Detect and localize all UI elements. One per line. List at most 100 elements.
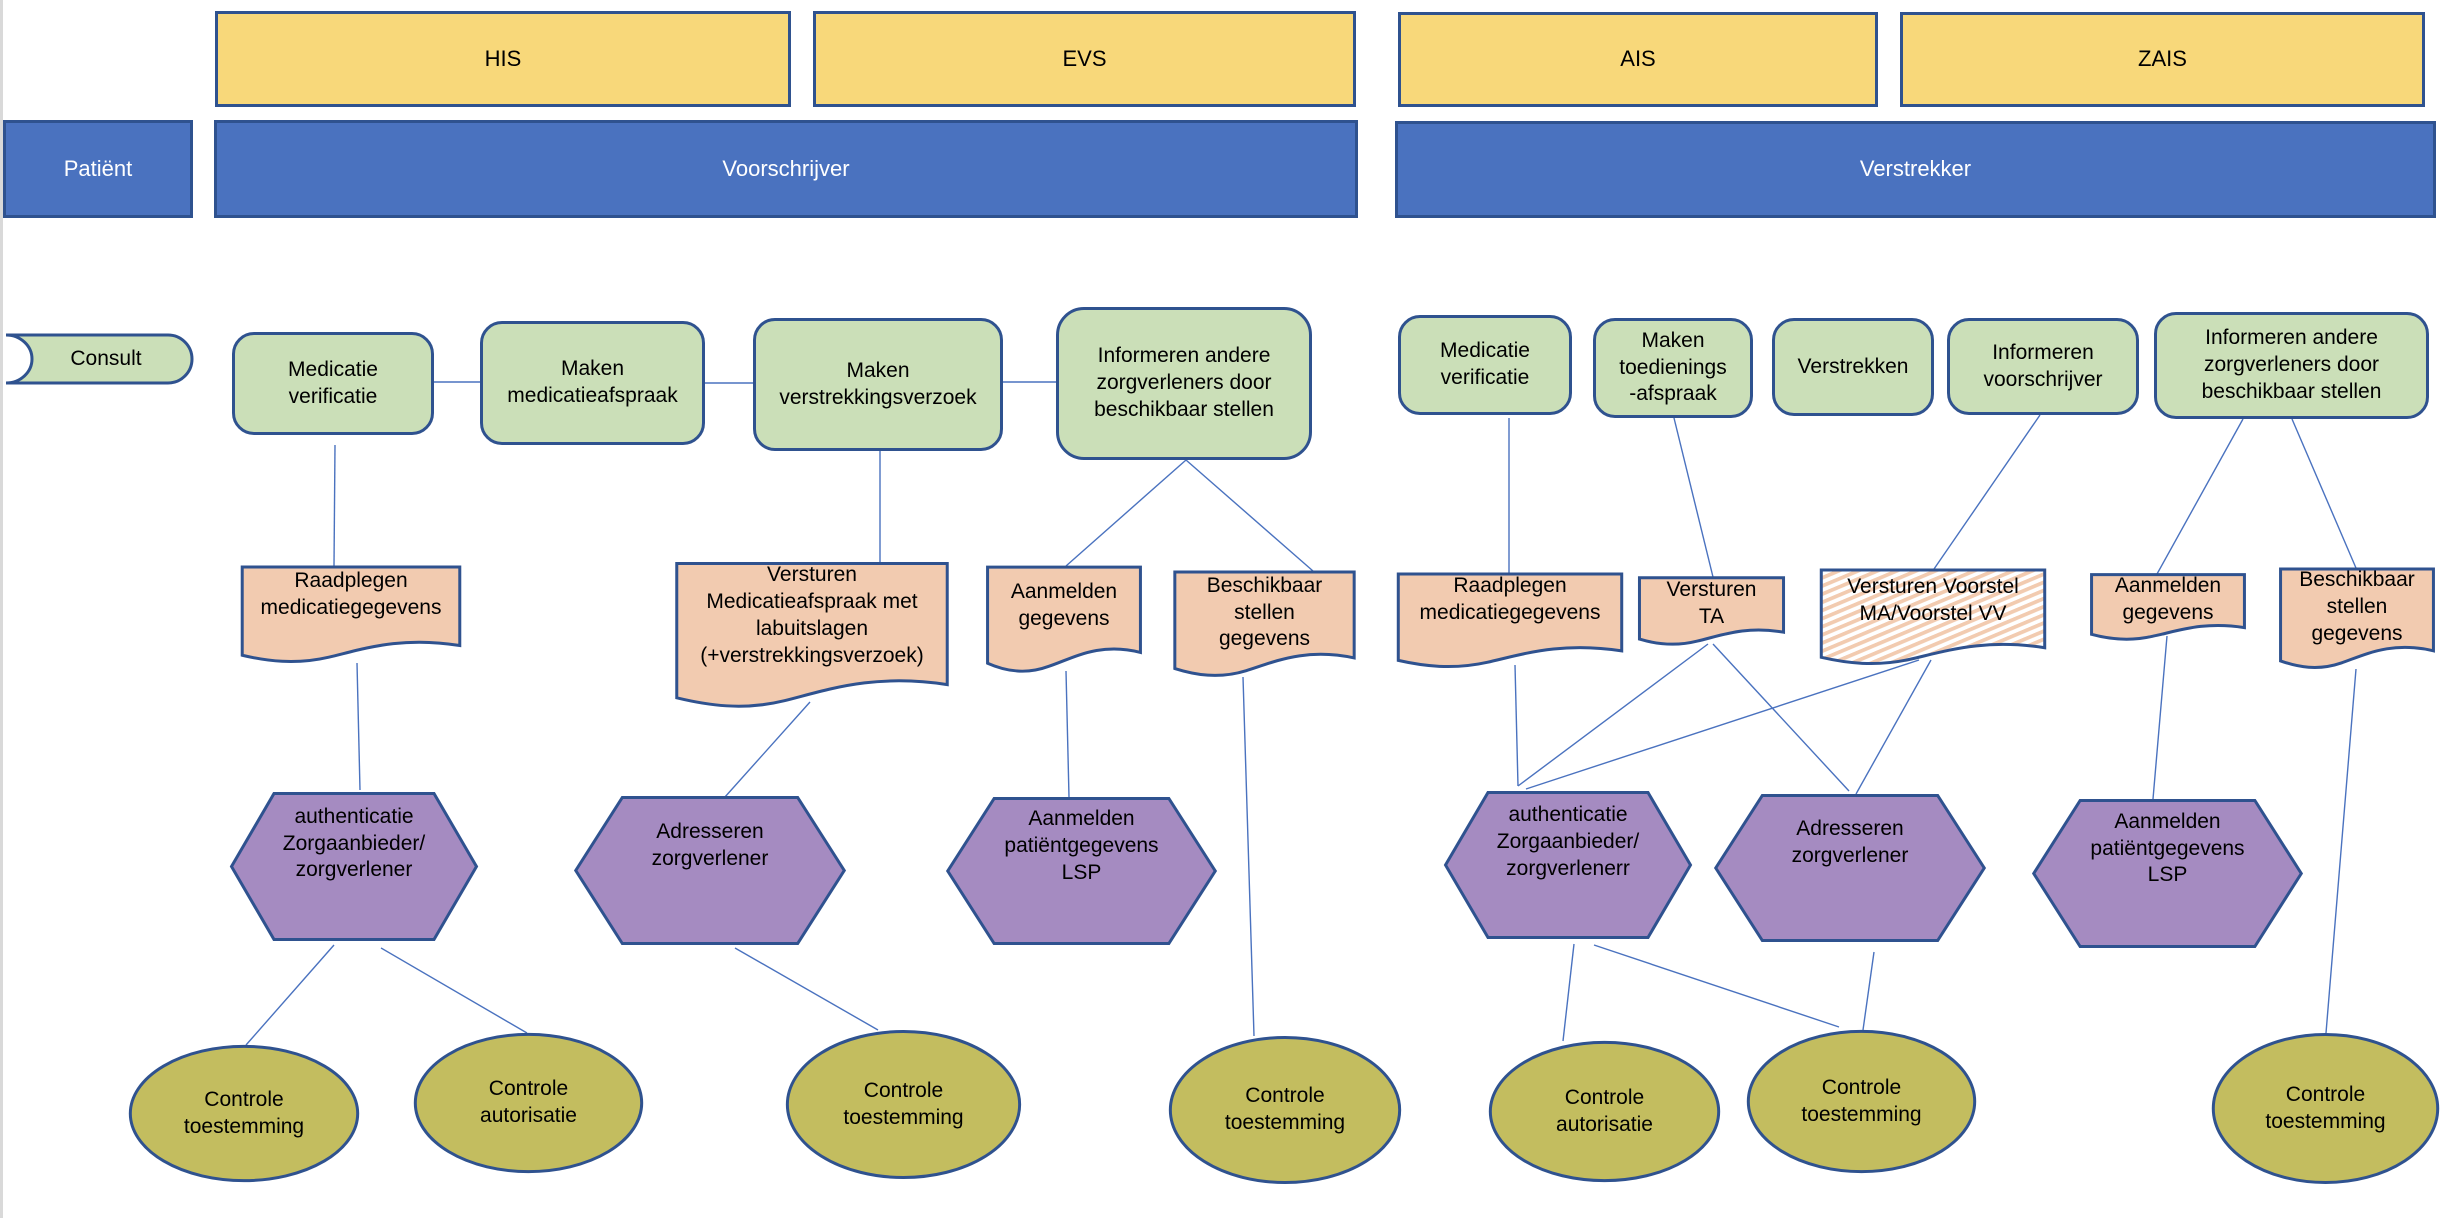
transaction-label: Beschikbaar stellen gegevens	[1206, 573, 1323, 651]
transaction-label: Raadplegen medicatiegegevens	[1419, 574, 1601, 624]
role-label: Voorschrijver	[722, 155, 850, 181]
connector	[1242, 676, 1255, 1037]
control-label: Controle toestemming	[183, 1087, 305, 1138]
process-label: Medicatie verificatie	[1440, 339, 1530, 389]
system-evs: EVS	[813, 11, 1356, 107]
control-label: Controle toestemming	[2265, 1082, 2386, 1133]
process-medicatie-verificatie: Medicatie verificatie	[232, 332, 434, 435]
connector	[1862, 951, 1875, 1031]
connector	[1185, 459, 1314, 572]
process-label: Maken toedienings -afspraak	[1619, 328, 1727, 406]
system-label: HIS	[484, 45, 522, 71]
document-shape-hatched	[1819, 569, 2047, 665]
connector	[245, 944, 335, 1046]
process-label: Verstrekken	[1797, 354, 1909, 378]
process-medicatie-verificatie: Medicatie verificatie	[1398, 315, 1572, 415]
connector	[2156, 418, 2244, 575]
transaction-label: Versturen Medicatieafspraak met labuitsl…	[700, 562, 924, 667]
transaction-aanmelden-gegevens: Aanmelden gegevens	[986, 566, 1142, 674]
system-label: EVS	[1062, 45, 1107, 71]
connector	[2152, 635, 2168, 800]
hexagon-shape	[945, 797, 1218, 945]
process-informeren-andere-zorgverleners: Informeren andere zorgverleners door bes…	[1056, 307, 1312, 460]
connector	[715, 701, 811, 808]
hexagon-shape	[573, 796, 847, 945]
transaction-raadplegen-medicatiegegevens: Raadplegen medicatiegegevens	[240, 566, 462, 663]
ellipse-shape	[1488, 1041, 1721, 1182]
hexagon-shape	[2031, 799, 2304, 948]
page-left-border	[0, 0, 3, 1218]
service-aanmelden-lsp: Aanmelden patiëntgegevens LSP	[2031, 799, 2304, 948]
transaction-label: Aanmelden gegevens	[2114, 573, 2222, 624]
process-label: Maken verstrekkingsverzoek	[779, 358, 977, 409]
role-label: Patiënt	[63, 155, 133, 181]
control-autorisatie: Controle autorisatie	[1488, 1041, 1721, 1182]
ellipse-shape	[128, 1045, 360, 1182]
connector	[1065, 670, 1070, 798]
process-informeren-voorschrijver: Informeren voorschrijver	[1947, 318, 2139, 415]
service-authenticatie: authenticatie Zorgaanbieder/ zorgverlene…	[1443, 791, 1693, 939]
control-toestemming: Controle toestemming	[128, 1045, 360, 1182]
connector	[356, 662, 361, 791]
document-shape	[2279, 568, 2435, 669]
document-shape	[240, 566, 462, 663]
transaction-label: Versturen Voorstel MA/Voorstel VV	[1847, 575, 2019, 626]
document-shape	[2090, 574, 2246, 641]
ellipse-shape	[2211, 1033, 2440, 1184]
process-maken-toedieningsafspraak: Maken toedienings -afspraak	[1593, 318, 1753, 418]
transaction-versturen-ta: Versturen TA	[1638, 577, 1785, 646]
role-voorschrijver: Voorschrijver	[214, 120, 1358, 218]
document-shape	[1638, 577, 1785, 646]
connector	[1855, 659, 1932, 795]
ellipse-shape	[1746, 1030, 1977, 1173]
system-ais: AIS	[1398, 12, 1878, 107]
control-toestemming: Controle toestemming	[2211, 1033, 2440, 1184]
transaction-label: Raadplegen medicatiegegevens	[260, 568, 442, 619]
connector	[2291, 418, 2357, 569]
connector	[1673, 417, 1714, 578]
ellipse-shape	[413, 1033, 644, 1173]
control-toestemming: Controle toestemming	[1168, 1036, 1402, 1184]
process-maken-medicatieafspraak: Maken medicatieafspraak	[480, 321, 705, 445]
document-shape	[1173, 571, 1356, 677]
transaction-beschikbaar-stellen-gegevens: Beschikbaar stellen gegevens	[1173, 571, 1356, 677]
transaction-versturen-medicatieafspraak: Versturen Medicatieafspraak met labuitsl…	[674, 562, 950, 708]
system-zais: ZAIS	[1900, 12, 2425, 107]
process-label: Maken medicatieafspraak	[507, 357, 678, 407]
connector	[333, 444, 336, 567]
transaction-label: Aanmelden gegevens	[1010, 580, 1118, 630]
service-label: Adresseren zorgverlener	[1791, 817, 1909, 868]
process-informeren-andere-zorgverleners: Informeren andere zorgverleners door bes…	[2154, 312, 2429, 419]
connector	[734, 947, 879, 1031]
transaction-label: Beschikbaar stellen gegevens	[2299, 568, 2415, 646]
system-label: ZAIS	[2138, 46, 2187, 72]
transaction-beschikbaar-stellen-gegevens: Beschikbaar stellen gegevens	[2279, 568, 2435, 669]
connector	[1933, 414, 2041, 570]
ellipse-shape	[1168, 1036, 1402, 1184]
transaction-versturen-voorstel: Versturen Voorstel MA/Voorstel VV	[1819, 569, 2047, 665]
transaction-aanmelden-gegevens: Aanmelden gegevens	[2090, 574, 2246, 641]
hexagon-shape	[1713, 794, 1987, 942]
service-adresseren-zorgverlener: Adresseren zorgverlener	[1713, 794, 1987, 942]
service-label: Aanmelden patiëntgegevens LSP	[1004, 807, 1159, 884]
process-label: Informeren andere zorgverleners door bes…	[1094, 344, 1274, 421]
connector	[1562, 943, 1575, 1042]
control-label: Controle autorisatie	[1556, 1085, 1653, 1136]
service-label: authenticatie Zorgaanbieder/ zorgverlene…	[282, 804, 426, 882]
control-toestemming: Controle toestemming	[785, 1030, 1022, 1179]
process-label: Informeren andere zorgverleners door bes…	[2201, 326, 2382, 403]
service-authenticatie: authenticatie Zorgaanbieder/ zorgverlene…	[229, 792, 479, 941]
role-patient: Patiënt	[3, 120, 193, 218]
transaction-raadplegen-medicatiegegevens: Raadplegen medicatiegegevens	[1396, 573, 1624, 668]
control-label: Controle autorisatie	[480, 1077, 577, 1127]
role-verstrekker: Verstrekker	[1395, 121, 2436, 218]
control-autorisatie: Controle autorisatie	[413, 1033, 644, 1173]
transaction-label: Versturen TA	[1666, 578, 1757, 629]
control-label: Controle toestemming	[1224, 1084, 1346, 1134]
document-shape	[1396, 573, 1624, 668]
service-label: authenticatie Zorgaanbieder/ zorgverlene…	[1496, 803, 1640, 880]
hexagon-shape	[229, 792, 479, 941]
process-label: Informeren voorschrijver	[1983, 340, 2103, 391]
control-label: Controle toestemming	[1801, 1075, 1922, 1126]
